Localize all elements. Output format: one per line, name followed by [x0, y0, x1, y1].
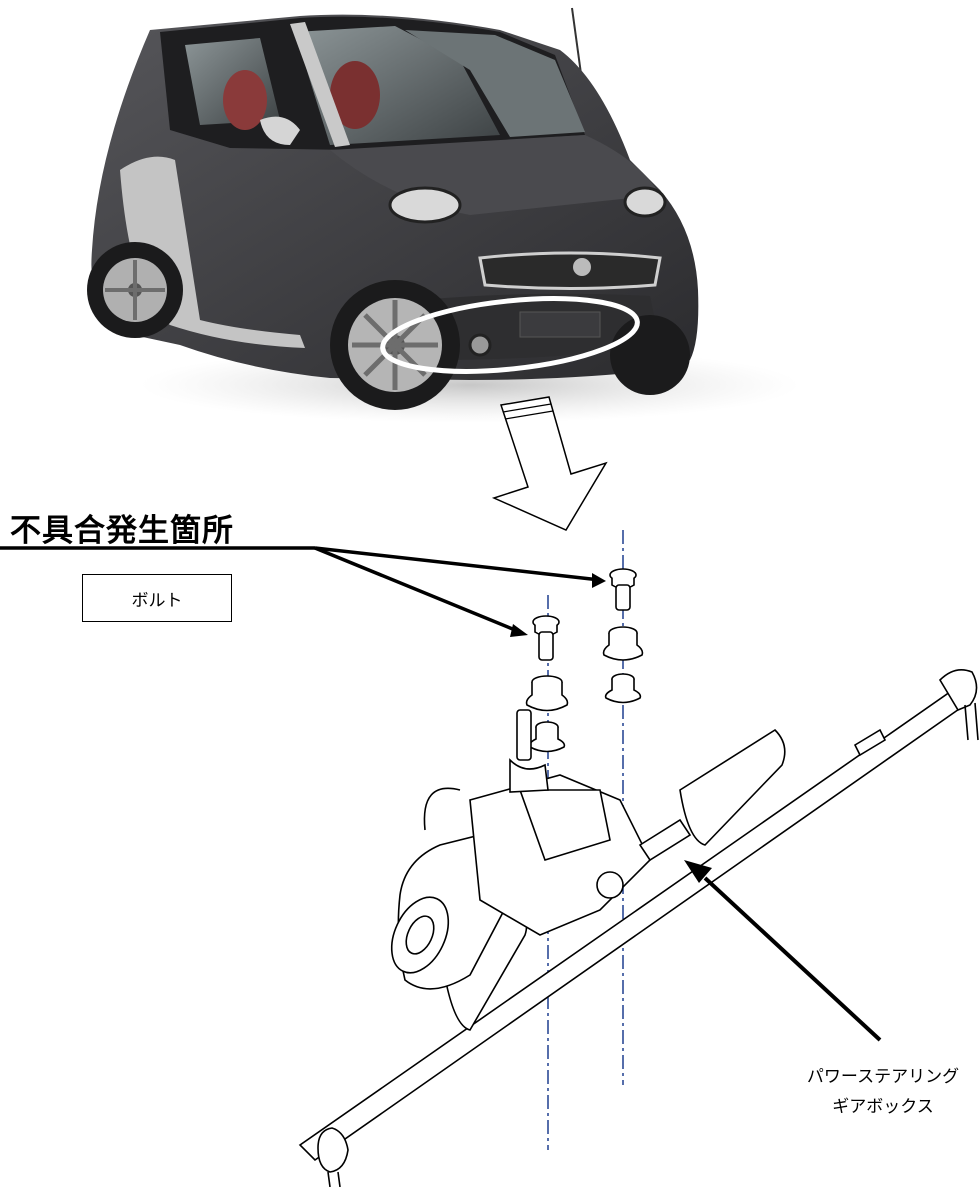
- bushing-left: [525, 675, 569, 712]
- gearbox-label-line1: パワーステアリング: [806, 1067, 960, 1087]
- gearbox-leader-line: [703, 876, 882, 1042]
- bolt-right: [609, 568, 637, 611]
- bolt-left: [532, 615, 560, 661]
- gearbox-label-line2: ギアボックス: [832, 1097, 934, 1117]
- bolt-label-box: ボルト: [82, 574, 232, 622]
- defect-leader-lines: [0, 546, 601, 634]
- defect-location-title: 不具合発生箇所: [10, 513, 234, 549]
- gearbox-label: パワーステアリング ギアボックス: [788, 1062, 978, 1122]
- car-illustration: [87, 7, 800, 423]
- leader-arrowhead: [592, 573, 606, 588]
- steering-gearbox: [298, 669, 979, 1187]
- leader-arrowhead: [510, 624, 528, 637]
- washer-left: [528, 721, 566, 753]
- gearbox-leader-arrowhead: [684, 860, 712, 883]
- zoom-arrow: [491, 396, 608, 531]
- defect-area-highlight: [380, 296, 640, 374]
- bushing-right: [602, 626, 644, 661]
- washer-right: [604, 673, 642, 704]
